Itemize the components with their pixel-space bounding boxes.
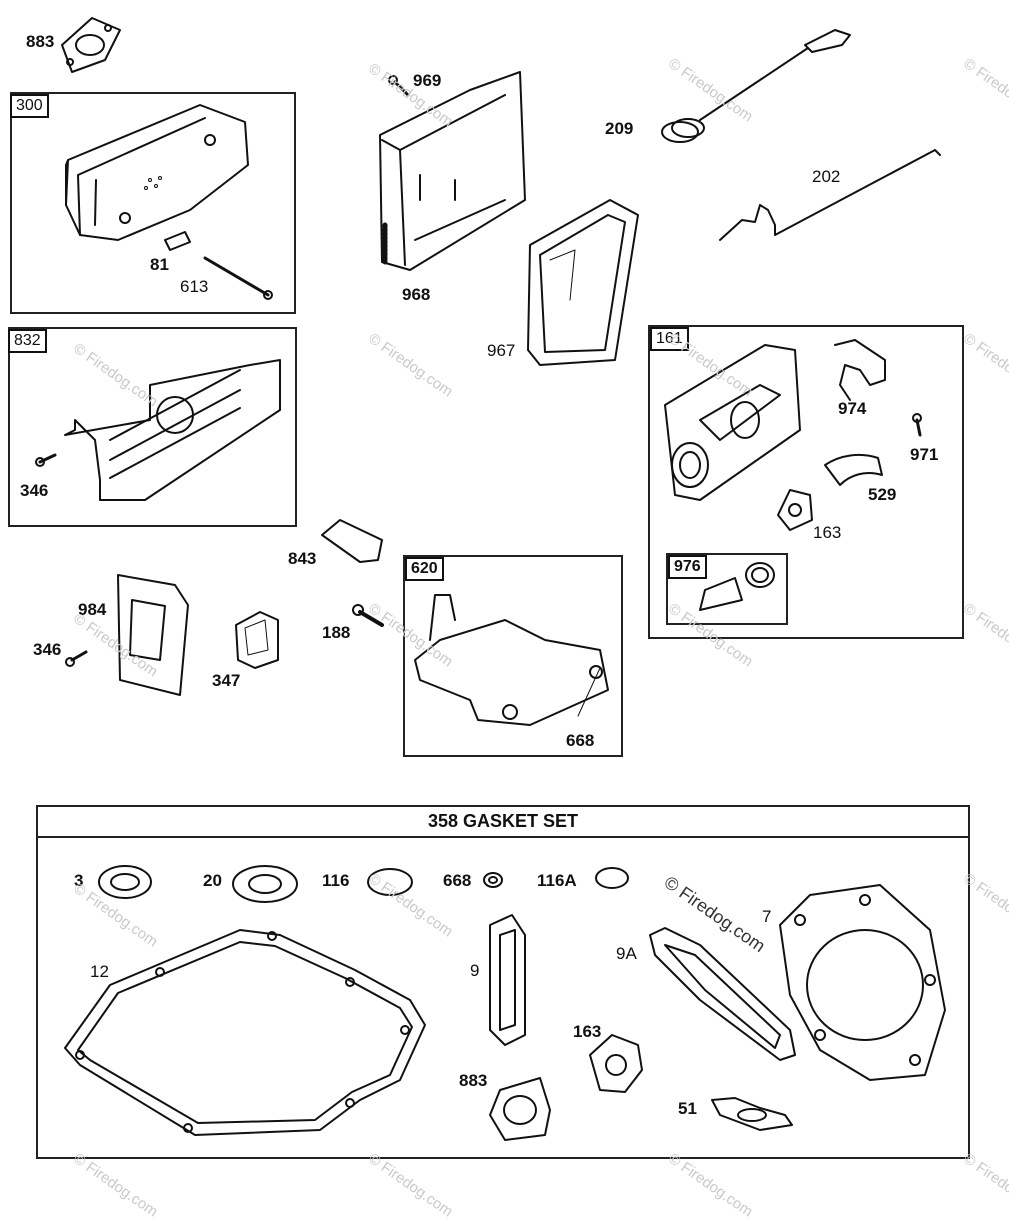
label-971: 971 (910, 445, 939, 464)
part-967-filter-drawing (527, 199, 639, 366)
label-9: 9 (470, 961, 480, 980)
part-300-muffler-drawing (65, 104, 273, 300)
label-7: 7 (762, 907, 772, 926)
part-347-drawing (235, 611, 279, 669)
part-668-washer-drawing (483, 872, 503, 888)
label-346-a: 346 (20, 481, 49, 500)
label-529: 529 (868, 485, 897, 504)
part-620-bracket-drawing (414, 594, 609, 726)
label-9a: 9A (616, 944, 637, 963)
label-188: 188 (322, 623, 351, 642)
part-116-ring-drawing (367, 868, 413, 896)
label-984: 984 (78, 600, 107, 619)
label-116: 116 (322, 871, 350, 890)
tag-300: 300 (10, 94, 49, 118)
part-20-seal-drawing (232, 865, 298, 903)
part-9a-gasket-drawing (649, 927, 796, 1061)
group-161-frame (648, 325, 964, 639)
label-968: 968 (402, 285, 431, 304)
label-346-b: 346 (33, 640, 62, 659)
tag-976: 976 (668, 555, 707, 579)
gasket-set-frame (36, 805, 970, 1159)
part-832-muffler-guard-drawing (35, 359, 281, 501)
part-843-drawing (321, 519, 383, 563)
label-668: 668 (443, 871, 472, 890)
label-969: 969 (413, 71, 442, 90)
part-3-seal-drawing (98, 865, 152, 899)
label-347: 347 (212, 671, 241, 690)
gasket-set-title: 358 GASKET SET (38, 806, 968, 838)
part-161-carburetor-drawing (664, 339, 922, 531)
label-967: 967 (487, 341, 516, 360)
label-202: 202 (812, 167, 841, 186)
part-12-crankcase-gasket-drawing (64, 929, 426, 1136)
tag-161: 161 (650, 327, 689, 351)
group-832-frame (8, 327, 297, 527)
label-974: 974 (838, 399, 867, 418)
part-968-air-cleaner-base-drawing (379, 71, 526, 271)
label-613: 613 (180, 277, 209, 296)
part-163-gasket-drawing (589, 1034, 643, 1093)
group-300-frame (10, 92, 296, 314)
label-20: 20 (203, 871, 222, 890)
part-188-bolt-drawing (352, 604, 384, 627)
label-843: 843 (288, 549, 317, 568)
part-209-spring-drawing (661, 29, 851, 143)
label-209: 209 (605, 119, 634, 138)
label-883-top: 883 (26, 32, 55, 51)
label-116a: 116A (537, 871, 577, 890)
group-620-frame (403, 555, 623, 757)
part-202-governor-rod-drawing (719, 149, 941, 241)
part-116a-ring-drawing (595, 867, 629, 889)
label-12: 12 (90, 962, 109, 981)
tag-620: 620 (405, 557, 444, 581)
label-51: 51 (678, 1099, 697, 1118)
label-81: 81 (150, 255, 169, 274)
label-163: 163 (573, 1022, 602, 1041)
part-7-head-gasket-drawing (779, 884, 946, 1081)
label-163-a: 163 (813, 523, 842, 542)
tag-832: 832 (8, 329, 47, 353)
part-9-gasket-drawing (489, 914, 526, 1046)
part-984-gasket-drawing (65, 574, 189, 696)
part-883-bottom-gasket-drawing (489, 1077, 551, 1141)
label-668-a: 668 (566, 731, 595, 750)
part-883-gasket-drawing (61, 17, 121, 73)
group-976-frame (666, 553, 788, 625)
label-883-bottom: 883 (459, 1071, 488, 1090)
part-51-gasket-drawing (711, 1097, 793, 1131)
label-3: 3 (74, 871, 84, 890)
part-976-seat-drawing (699, 562, 775, 611)
